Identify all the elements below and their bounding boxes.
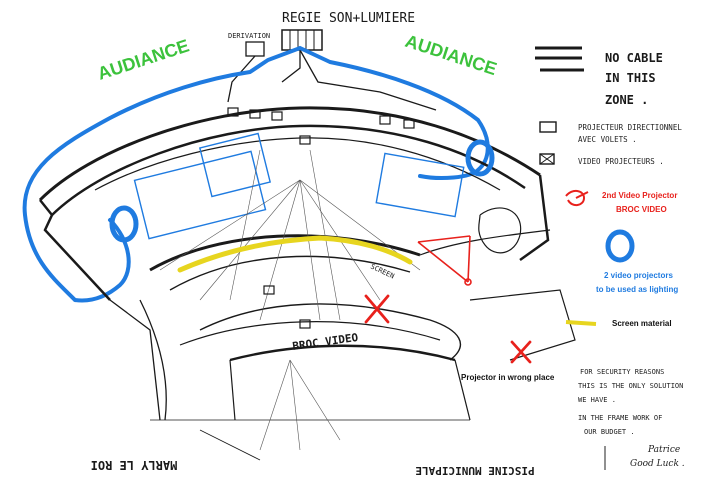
note-line-2: THIS IS THE ONLY SOLUTION xyxy=(578,382,683,390)
legend-video-projector: VIDEO PROJECTEURS . xyxy=(578,157,664,166)
red-projector-plan xyxy=(417,235,472,286)
legend-screen-swatch xyxy=(565,320,597,326)
derivation-box xyxy=(245,41,265,57)
legend-no-cable-1: NO CABLE xyxy=(605,51,663,65)
plan-label-broc-video: BROC VIDEO xyxy=(292,331,360,353)
legend-directional-1: PROJECTEUR DIRECTIONNEL xyxy=(578,123,682,132)
note-line-4: IN THE FRAME WORK OF xyxy=(578,414,662,422)
legend-screen-material: Screen material xyxy=(612,319,672,328)
screen-material-stroke xyxy=(177,235,413,273)
note-signature: Patrice xyxy=(647,445,680,455)
derivation-label: DERIVATION xyxy=(228,32,270,40)
legend: NO CABLE IN THIS ZONE . PROJECTEUR DIREC… xyxy=(461,46,682,382)
footer-marly-le-roi: MARLY LE ROI xyxy=(91,458,178,472)
note-line-5: OUR BUDGET . xyxy=(584,428,635,436)
regie-title: REGIE SON+LUMIERE xyxy=(282,11,415,26)
legend-second-video-1: 2nd Video Projector xyxy=(602,191,677,200)
note-good-luck: Good Luck . xyxy=(630,459,685,469)
legend-blue-circle-icon xyxy=(605,229,635,263)
legend-second-video-2: BROC VIDEO xyxy=(616,205,667,214)
video-projector-right xyxy=(465,139,495,177)
security-note: FOR SECURITY REASONS THIS IS THE ONLY SO… xyxy=(578,368,685,470)
light-rays xyxy=(159,149,421,451)
legend-no-cable-3: ZONE . xyxy=(605,93,648,107)
note-line-1: FOR SECURITY REASONS xyxy=(580,368,664,376)
pool-curve xyxy=(478,207,522,254)
legend-two-video-2: to be used as lighting xyxy=(596,285,678,294)
projector-symbols xyxy=(227,107,415,329)
video-projector-left xyxy=(109,205,139,243)
legend-directional-symbol xyxy=(539,121,557,133)
legend-no-cable-2: IN THIS xyxy=(605,71,656,85)
legend-two-video-1: 2 video projectors xyxy=(604,271,673,280)
wrong-place-marks xyxy=(364,294,532,364)
legend-video-symbol xyxy=(539,153,555,165)
note-line-3: WE HAVE . xyxy=(578,396,616,404)
legend-wrong-place: Projector in wrong place xyxy=(461,373,555,382)
footer-piscine-municipale: PISCINE MUNICIPALE xyxy=(415,464,534,477)
legend-directional-2: AVEC VOLETS . xyxy=(578,135,637,144)
blue-pool-zones xyxy=(133,132,465,240)
video-projector-circles xyxy=(109,139,495,243)
regie-header: REGIE SON+LUMIERE DERIVATION xyxy=(227,11,437,111)
audience-label-right: AUDIANCE xyxy=(403,31,500,79)
audience-label-left: AUDIANCE xyxy=(95,35,192,83)
legend-red-projector-icon xyxy=(565,190,589,206)
building-outline xyxy=(38,106,576,461)
